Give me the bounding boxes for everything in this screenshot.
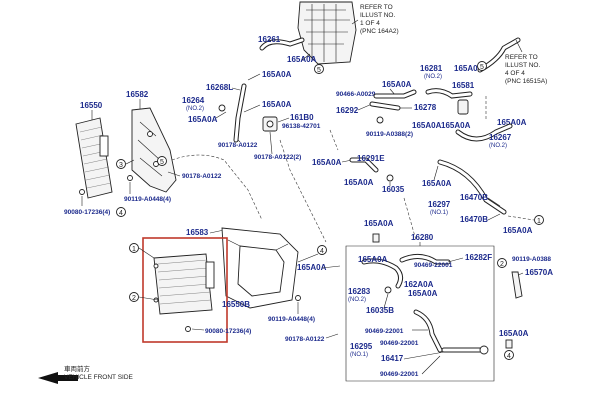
part-16583: 16583 [186,228,209,237]
part-16297-qualifier: (NO.1) [430,210,448,216]
part-90469-22001: 90469-22001 [365,328,404,335]
part-16470B: 16470B [460,215,488,224]
vehicle-front-indicator: 車両前方 VEHICLE FRONT SIDE [38,364,134,384]
part-90469-22001: 90469-22001 [414,262,453,269]
part-16295: 16295 [350,342,373,351]
ref-text-line: REFER TO [505,54,538,61]
part-16281: 16281 [420,64,443,73]
part-165A0A: 165A0A [297,263,327,272]
part-16570A: 16570A [525,268,553,277]
part-16297: 16297 [428,200,451,209]
part-165A0A: 165A0A [262,70,292,79]
callout-4-left: 4 [119,210,123,217]
part-16264-qualifier: (NO.2) [186,106,204,112]
ref-top-center: REFER TO ILLUST NO. 1 OF 4 (PNC 164A2) [351,4,399,35]
part-16282F: 16282F [465,253,492,262]
part-165A0A: 165A0A [358,255,388,264]
callout-1-right: 1 [537,218,541,225]
part-165A0A: 165A0A [454,64,484,73]
part-165A0A: 165A0A [262,100,292,109]
callout-2-right: 2 [500,261,504,268]
part-16267-qualifier: (NO.2) [489,143,507,149]
part-90080-17236: 90080-17236(4) [64,209,110,216]
part-16550: 16550 [80,101,103,110]
part-165A0A: 165A0A [287,55,317,64]
callout-4-right: 4 [507,353,511,360]
part-165A0A: 165A0A [503,226,533,235]
part-90119-A0388: 90119-A0388(2) [366,131,413,138]
part-90469-22001: 90469-22001 [380,371,419,378]
vehicle-front-english: VEHICLE FRONT SIDE [64,374,134,381]
part-16261: 16261 [258,35,281,44]
part-165A0A: 165A0A [344,178,374,187]
ref-text-line: 1 OF 4 [360,20,380,27]
part-165A0A: 165A0A [312,158,342,167]
part-90469-22001: 90469-22001 [380,340,419,347]
bracket-16582 [131,107,177,193]
part-165A0A: 165A0A [382,80,412,89]
part-165A0A: 165A0A [412,121,442,130]
part-90178-A0122-x2: 90178-A0122(2) [254,154,301,161]
part-16581: 16581 [452,81,475,90]
part-16550B: 16550B [222,300,250,309]
radiator-16550 [75,117,113,199]
part-16280: 16280 [411,233,434,242]
ref-text-line: REFER TO [360,4,393,11]
part-16292: 16292 [336,106,359,115]
part-16035B: 16035B [366,306,394,315]
part-162A0A: 162A0A [404,280,434,289]
part-90178-A0122: 90178-A0122 [218,142,258,149]
group-16280-box: 16280 [345,233,495,382]
callout-1-left: 1 [132,246,136,253]
part-90119-A0448: 90119-A0448(4) [124,196,171,203]
part-16417: 16417 [381,354,404,363]
part-16582: 16582 [126,90,149,99]
part-161B0: 161B0 [290,113,314,122]
callout-5-top: 5 [317,67,321,74]
part-90080-17236: 90080-17236(4) [205,328,251,335]
vehicle-front-chinese: 車両前方 [64,364,91,373]
part-165A0A: 165A0A [499,329,529,338]
callout-4-center: 4 [320,248,324,255]
frame-16583 [221,227,299,309]
ref-text-line: (PNC 16515A) [505,78,547,85]
part-16268L: 16268L [206,83,233,92]
part-90119-A0448: 90119-A0448(4) [268,316,315,323]
part-16295-qualifier: (NO.1) [350,352,368,358]
part-16283-qualifier: (NO.2) [348,297,366,303]
ref-text-line: ILLUST NO. [505,62,540,69]
part-16470B: 16470B [460,193,488,202]
part-165A0A: 165A0A [422,179,452,188]
part-16291E: 16291E [357,154,385,163]
part-90178-A0122: 90178-A0122 [285,336,325,343]
engine-block-fragment: 5 [297,1,357,74]
part-90119-A0388: 90119-A0388 [512,256,551,263]
part-90466-A0029: 90466-A0029 [336,91,376,98]
part-90178-A0122: 90178-A0122 [182,173,222,180]
part-165A0A: 165A0A [188,115,218,124]
part-16278: 16278 [414,103,437,112]
callout-5-left: 5 [160,159,164,166]
part-165A0A: 165A0A [497,118,527,127]
ref-text-line: ILLUST NO. [360,12,395,19]
callout-5-right: 5 [480,64,484,71]
radiator-16550B [153,253,215,315]
ref-text-line: 4 OF 4 [505,70,525,77]
part-165A0A: 165A0A [408,289,438,298]
part-16264: 16264 [182,96,205,105]
part-16035: 16035 [382,185,405,194]
arrow-left-icon [38,372,78,384]
callout-3-left: 3 [119,162,123,169]
callout-2-left: 2 [132,295,136,302]
part-16267: 16267 [489,133,512,142]
part-16281-qualifier: (NO.2) [424,74,442,80]
part-165A0A: 165A0A [441,121,471,130]
ref-top-right: REFER TO ILLUST NO. 4 OF 4 (PNC 16515A) [505,39,547,85]
highlight-box [142,237,228,343]
part-96138-42701: 96138-42701 [282,123,321,130]
ref-text-line: (PNC 164A2) [360,28,399,35]
part-16283: 16283 [348,287,371,296]
part-165A0A: 165A0A [364,219,394,228]
